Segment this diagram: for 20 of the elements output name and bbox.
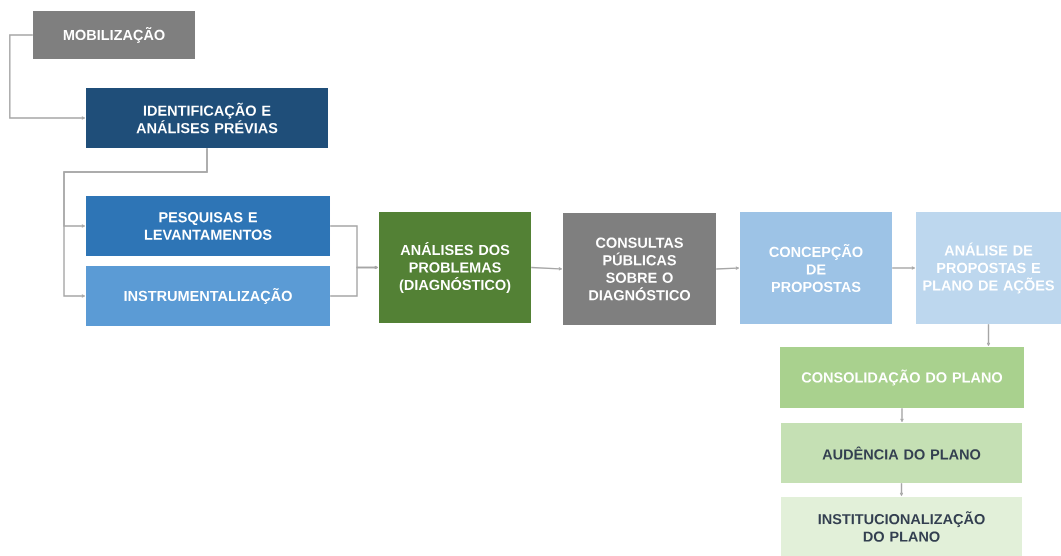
- arrow: [891, 266, 916, 270]
- arrow: [9, 34, 86, 120]
- process-box: INSTRUMENTALIZAÇÃO: [86, 266, 330, 326]
- process-box: PESQUISAS E LEVANTAMENTOS: [86, 196, 330, 256]
- arrow: [900, 407, 904, 423]
- process-box: ANÁLISE DE PROPOSTAS E PLANO DE AÇÕES: [916, 212, 1061, 324]
- process-box: IDENTIFICAÇÃO E ANÁLISES PRÉVIAS: [86, 88, 328, 148]
- arrow: [899, 482, 904, 497]
- arrow: [530, 266, 563, 271]
- process-box: AUDÊNCIA DO PLANO: [781, 423, 1022, 483]
- process-box: MOBILIZAÇÃO: [33, 11, 195, 59]
- process-box: ANÁLISES DOS PROBLEMAS (DIAGNÓSTICO): [379, 212, 531, 323]
- arrow: [329, 265, 379, 297]
- process-box: CONCEPÇÃO DE PROPOSTAS: [740, 212, 892, 324]
- arrow: [715, 266, 740, 270]
- arrow: [63, 147, 208, 298]
- process-box: CONSOLIDAÇÃO DO PLANO: [780, 347, 1024, 408]
- process-box: CONSULTAS PÚBLICAS SOBRE O DIAGNÓSTICO: [563, 213, 716, 325]
- process-box: INSTITUCIONALIZAÇÃO DO PLANO: [781, 497, 1022, 556]
- arrow: [986, 323, 991, 347]
